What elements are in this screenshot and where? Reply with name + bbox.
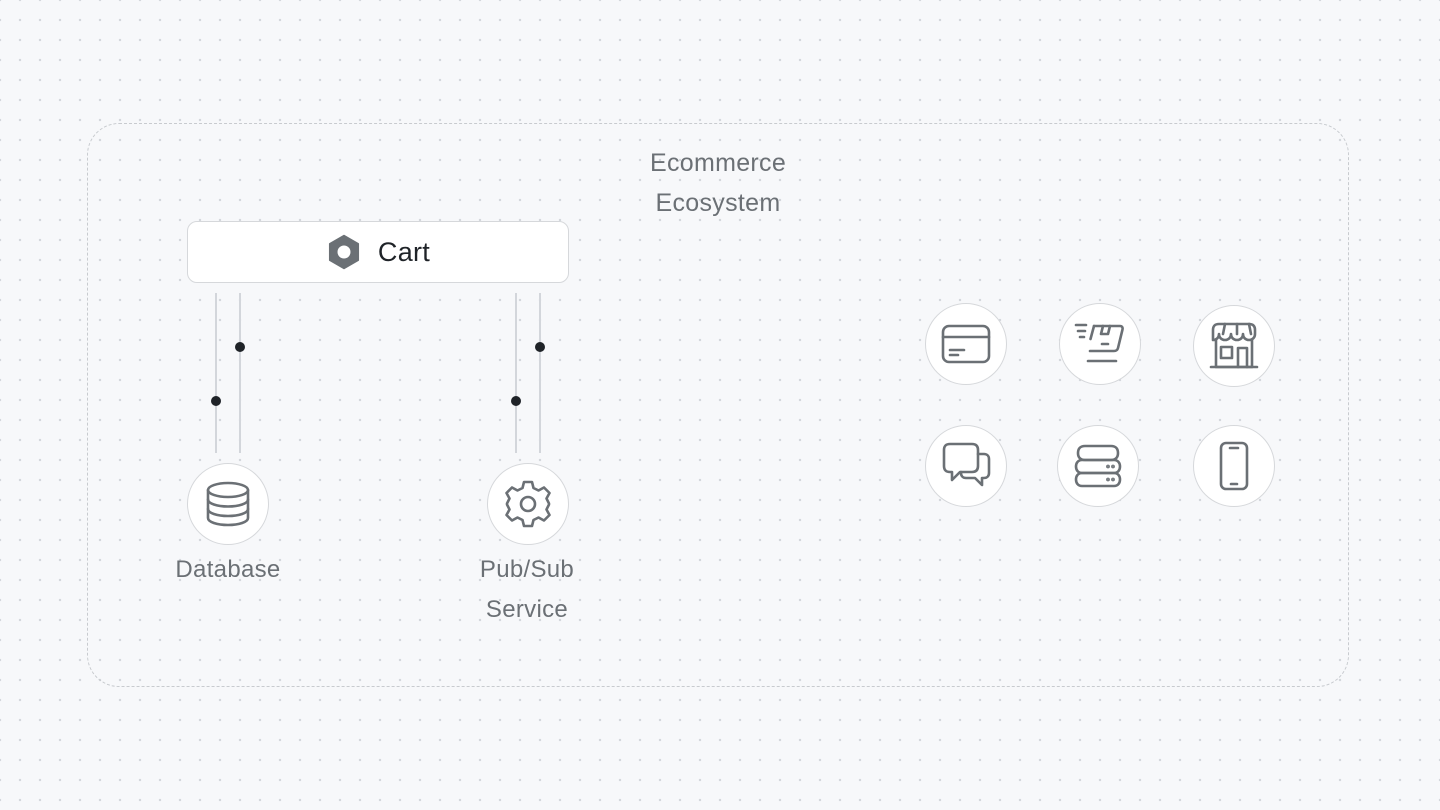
delivery-box-icon [1074, 323, 1124, 363]
ecosystem-title-line-1: Ecommerce [649, 149, 787, 177]
cart-node[interactable]: Cart [187, 221, 569, 283]
credit-card-icon [941, 324, 991, 364]
ecosystem-title: Ecommerce Ecosystem [618, 143, 818, 223]
chat-node[interactable] [925, 425, 1007, 507]
pubsub-node[interactable] [487, 463, 569, 545]
cart-label: Cart [377, 236, 431, 267]
hexagon-icon [328, 234, 359, 270]
database-label: Database [148, 550, 308, 590]
database-label-line-1: Database [175, 556, 281, 583]
server-stack-icon [1074, 444, 1122, 488]
phone-node[interactable] [1193, 425, 1275, 507]
storefront-icon [1209, 322, 1259, 369]
server-node[interactable] [1057, 425, 1139, 507]
chat-bubbles-icon [942, 442, 991, 487]
store-node[interactable] [1193, 305, 1275, 387]
ecosystem-title-line-2: Ecosystem [655, 189, 781, 217]
ecosystem-container [87, 123, 1349, 687]
smartphone-icon [1219, 441, 1249, 491]
pubsub-label-line-2: Service [485, 596, 569, 623]
gear-icon [505, 480, 551, 528]
pubsub-label-line-1: Pub/Sub [479, 556, 575, 583]
database-node[interactable] [187, 463, 269, 545]
credit-card-node[interactable] [925, 303, 1007, 385]
pubsub-label: Pub/Sub Service [447, 550, 607, 630]
delivery-node[interactable] [1059, 303, 1141, 385]
database-icon [206, 481, 250, 527]
